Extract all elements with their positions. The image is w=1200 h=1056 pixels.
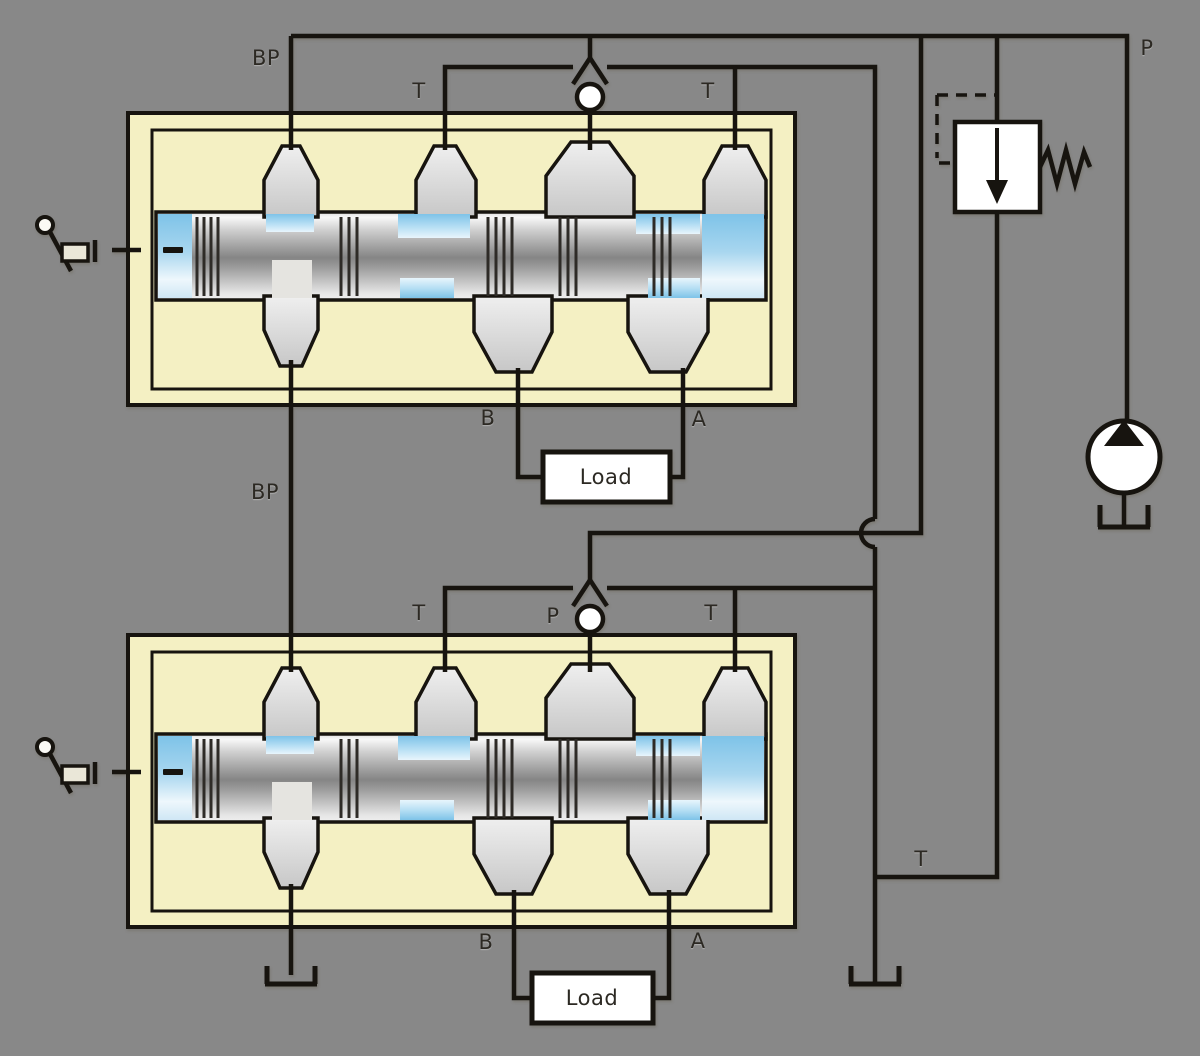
check-seat-icon [571,53,609,86]
tank-lines [442,64,1000,984]
check-seat-icon [571,575,609,608]
pressure-lines [288,33,1130,580]
label-t1-left: T [412,79,426,103]
load-check-valve-2 [571,575,609,635]
label-a2: A [690,929,706,953]
reservoir-return-icon [848,966,902,987]
label-b2: B [478,930,494,954]
spring-icon [1037,141,1093,193]
pump-flow-triangle-icon [1104,420,1144,446]
load-1-box [540,449,673,505]
reservoir-bypass-icon [264,966,318,987]
label-load1: Load [579,465,633,489]
valve2-port-b-line [511,890,536,1001]
work-lines [288,360,686,1001]
hydraulic-pump [1085,418,1163,530]
directional-valve-2 [37,635,795,927]
valve1-tank-line [442,64,878,519]
valve2-pressure-feed [587,36,924,580]
label-p-pump: P [1140,36,1154,60]
pump-pressure-line [291,33,1130,421]
label-bp-top: BP [251,46,281,70]
load-check-valve-1 [571,53,609,113]
valve1-port-b-line [515,368,545,480]
label-b1: B [480,406,496,430]
relief-drain-line [873,212,1000,880]
pressure-relief-valve [935,93,1093,215]
label-load2: Load [565,986,619,1010]
check-ball-icon [574,81,606,113]
label-a1: A [691,407,707,431]
label-t2-left: T [412,601,426,625]
valve2-tank-line [442,585,875,672]
check-ball-icon [574,603,606,635]
valve1-port-a-line [670,368,686,480]
valve2-port-a-line [653,890,672,1001]
label-t1-right: T [701,79,715,103]
relief-flow-arrow-icon [986,180,1008,204]
label-bp-mid: BP [250,480,280,504]
line-crossing-hop [858,516,876,550]
pump-reservoir-icon [1097,505,1151,530]
label-t2-right: T [704,601,718,625]
directional-valve-1 [37,113,795,405]
pilot-line-dashed [935,93,995,165]
label-p2: P [546,604,560,628]
load-2-box [529,970,656,1026]
label-t-return: T [914,847,928,871]
